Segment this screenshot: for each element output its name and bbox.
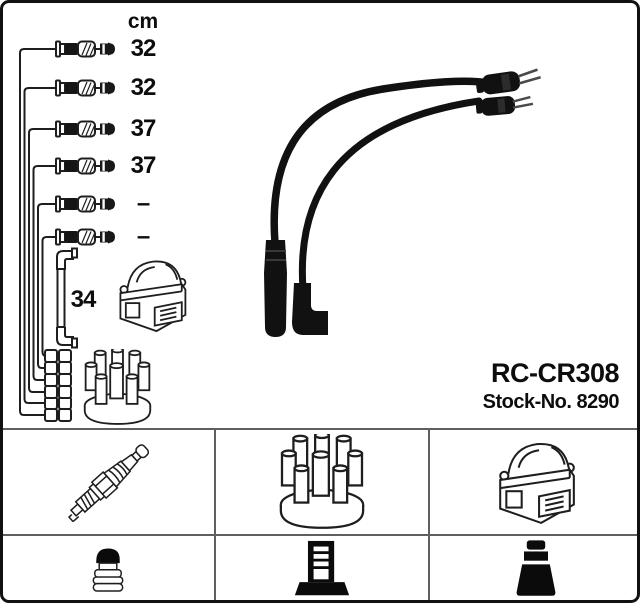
length-unit-header: cm <box>127 10 159 33</box>
ignition-coil-icon <box>498 442 575 524</box>
harness-bus-wires <box>19 48 56 416</box>
ignition-coil-icon <box>119 260 187 333</box>
grid-divider <box>214 430 216 600</box>
distributor-end-plug-icon <box>475 95 534 116</box>
ignition-lead-cable <box>270 77 492 247</box>
lead-length-value: 32 <box>130 35 157 62</box>
lead-length-value: – <box>136 190 150 217</box>
ignition-leads-photo <box>264 68 541 337</box>
coil-cable <box>56 247 78 349</box>
lead-length-value: – <box>136 223 150 250</box>
distributor-terminal-icon <box>294 540 350 596</box>
grid-divider <box>428 430 430 600</box>
distributor-terminal-icon <box>44 349 72 422</box>
legend-cell-plug-terminal-nut <box>3 538 213 600</box>
angled-boot-icon <box>56 327 74 346</box>
coil-cable-length-value: 34 <box>70 286 97 313</box>
distributor-cap-icon <box>279 434 365 529</box>
component-legend-grid <box>3 428 637 600</box>
product-identification: RC-CR308 Stock-No. 8290 <box>482 358 620 414</box>
legend-cell-coil-boot <box>431 538 637 600</box>
stock-number: Stock-No. 8290 <box>482 391 620 413</box>
ignition-lead-cable <box>298 97 483 293</box>
distributor-cap-icon <box>83 349 152 425</box>
wire-set-diagram <box>19 40 187 425</box>
legend-cell-distributor-terminal <box>217 538 427 600</box>
coil-boot-icon <box>516 540 555 596</box>
legend-cell-spark-plug <box>3 432 213 532</box>
distributor-end-plug-icon <box>475 68 541 95</box>
grid-divider <box>3 534 637 536</box>
lead-length-value: 37 <box>130 152 157 179</box>
angled-boot-icon <box>56 250 74 270</box>
straight-plug-boot-icon <box>264 240 287 337</box>
part-number: RC-CR308 <box>490 358 620 388</box>
legend-cell-distributor-cap <box>217 432 427 532</box>
lead-length-value: 37 <box>130 115 157 142</box>
plug-terminal-nut-icon <box>92 548 124 592</box>
lead-length-value: 32 <box>130 74 157 101</box>
lead-connector-icon <box>55 40 116 246</box>
spark-plug-icon <box>67 444 150 523</box>
legend-cell-ignition-coil <box>431 432 637 532</box>
angled-plug-boot-icon <box>292 283 328 335</box>
